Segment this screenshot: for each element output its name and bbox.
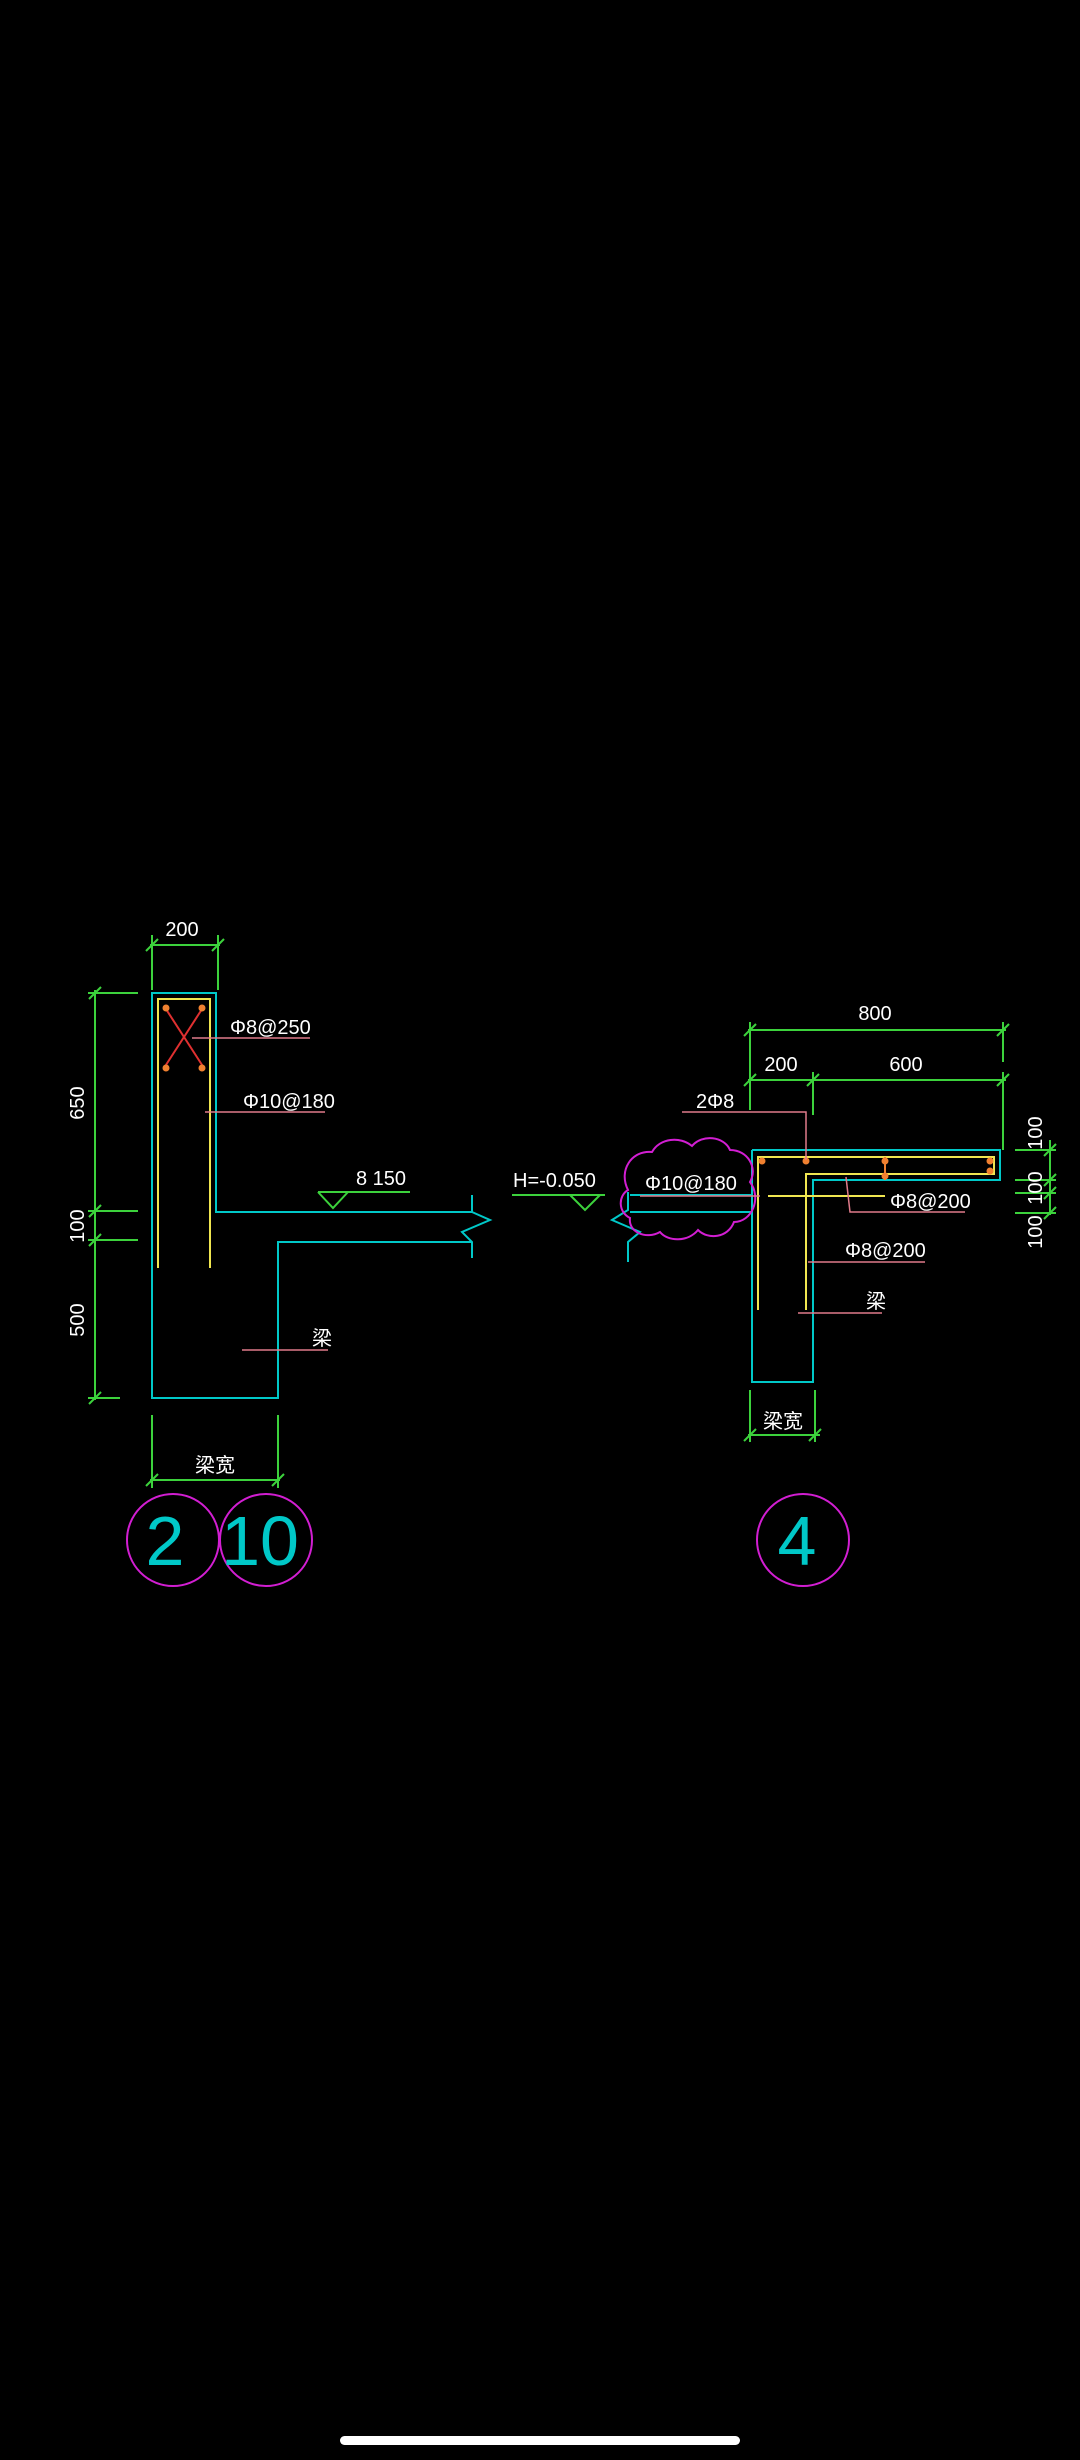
right-slab-bar-label: Φ8@200 bbox=[890, 1191, 971, 1213]
detail-right: 800 200 600 100 100 100 2Φ8 H=-0.050 Φ10… bbox=[512, 1003, 1057, 1587]
right-dim-b: 600 bbox=[889, 1054, 922, 1076]
right-revision-cloud bbox=[619, 1137, 757, 1241]
left-rebar bbox=[157, 998, 211, 1268]
right-callout-circle-4 bbox=[756, 1493, 850, 1587]
right-bars-top-label: 2Φ8 bbox=[696, 1091, 734, 1113]
right-dim-total: 800 bbox=[858, 1003, 891, 1025]
detail-left: 200 650 100 500 Φ8@250 Φ10@180 8 150 梁 梁… bbox=[67, 919, 493, 1587]
left-dim-lower: 500 bbox=[67, 1303, 89, 1336]
right-beam-width-label: 梁宽 bbox=[763, 1410, 803, 1433]
left-callout-circle-10 bbox=[219, 1493, 313, 1587]
right-beam-label: 梁 bbox=[866, 1290, 886, 1313]
left-dim-mid: 100 bbox=[67, 1209, 89, 1242]
left-beam-label: 梁 bbox=[312, 1327, 332, 1350]
right-callout-tag-4: 4 bbox=[778, 1502, 817, 1580]
left-top-bar-label: Φ8@250 bbox=[230, 1017, 311, 1039]
left-dim-width: 200 bbox=[165, 919, 198, 941]
right-dimension-lines bbox=[743, 1022, 1057, 1442]
right-elevation-label: H=-0.050 bbox=[513, 1170, 596, 1192]
right-rebar bbox=[757, 1156, 995, 1310]
right-side-a: 100 bbox=[1025, 1116, 1047, 1149]
right-clouded-bar-label: Φ10@180 bbox=[645, 1173, 737, 1195]
right-dim-a: 200 bbox=[764, 1054, 797, 1076]
right-concrete-outline bbox=[751, 1149, 1001, 1383]
left-level-symbol bbox=[317, 1191, 410, 1210]
right-leaders bbox=[640, 1111, 965, 1314]
left-leaders bbox=[192, 1037, 328, 1351]
left-dimension-lines bbox=[88, 935, 285, 1488]
right-stirrup-label: Φ8@200 bbox=[845, 1240, 926, 1262]
home-indicator[interactable] bbox=[340, 2436, 740, 2445]
right-side-b: 100 bbox=[1025, 1171, 1047, 1204]
left-vert-bar-label: Φ10@180 bbox=[243, 1091, 335, 1113]
left-dim-upper: 650 bbox=[67, 1086, 89, 1119]
left-slab-mark: 8 150 bbox=[356, 1168, 406, 1190]
left-callout-tag-10: 10 bbox=[221, 1502, 299, 1580]
right-slab-strip bbox=[609, 1192, 752, 1262]
left-concrete-outline bbox=[151, 992, 493, 1399]
right-level-symbol bbox=[512, 1194, 605, 1212]
left-beam-width-label: 梁宽 bbox=[195, 1454, 235, 1477]
right-side-c: 100 bbox=[1025, 1215, 1047, 1248]
left-callout-tag-2: 2 bbox=[146, 1502, 185, 1580]
